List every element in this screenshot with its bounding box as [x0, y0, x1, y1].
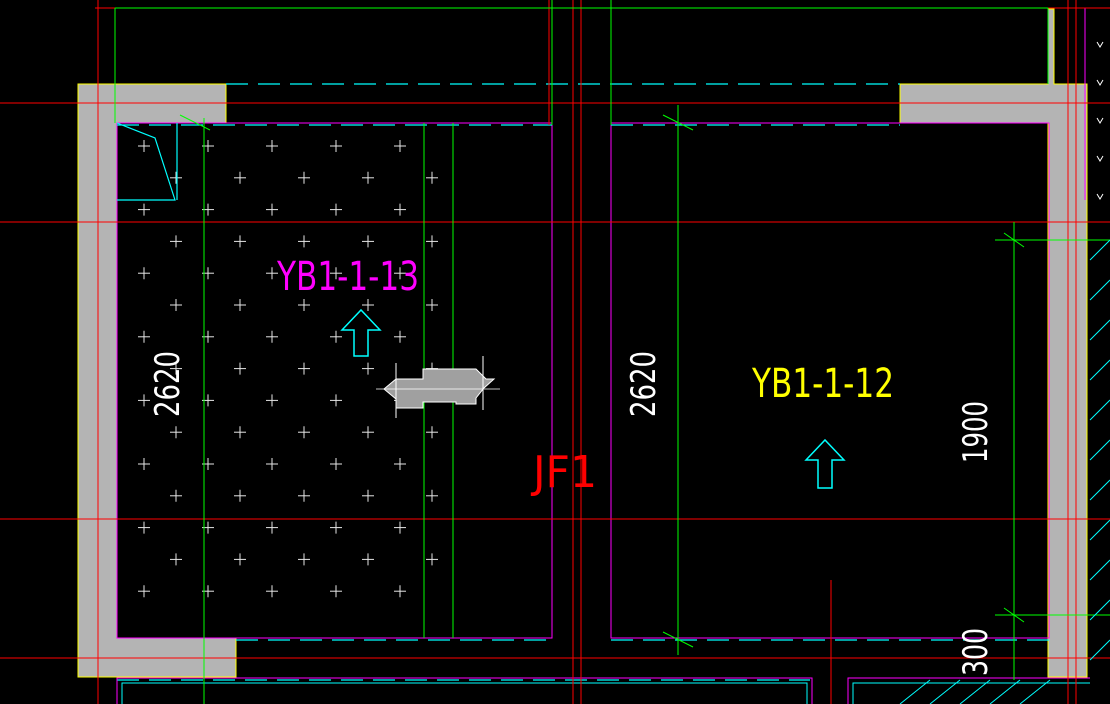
slab-label-left: YB1-1-13	[276, 254, 419, 300]
slab-hatch	[138, 140, 438, 598]
dimension-middle: 2620	[624, 351, 664, 417]
beam-lines	[114, 0, 1110, 704]
bottom-outlines	[116, 677, 1090, 704]
dimension-right: 1900	[956, 401, 996, 463]
dimension-bottom: 300	[956, 628, 996, 676]
arrow-icon	[340, 308, 846, 489]
opening-symbol	[116, 122, 178, 201]
break-symbol	[376, 356, 500, 418]
slab-label-right: YB1-1-12	[751, 361, 894, 407]
edge-ticks	[1096, 41, 1104, 200]
dashed-outlines	[117, 83, 1049, 681]
dimension-left: 2620	[148, 351, 188, 417]
slab-outlines	[116, 8, 1086, 639]
beam-label: JF1	[530, 447, 597, 498]
left-slab-outline	[116, 122, 553, 639]
right-slab-outline	[610, 122, 1050, 639]
corner-hatch-marks	[899, 239, 1110, 704]
